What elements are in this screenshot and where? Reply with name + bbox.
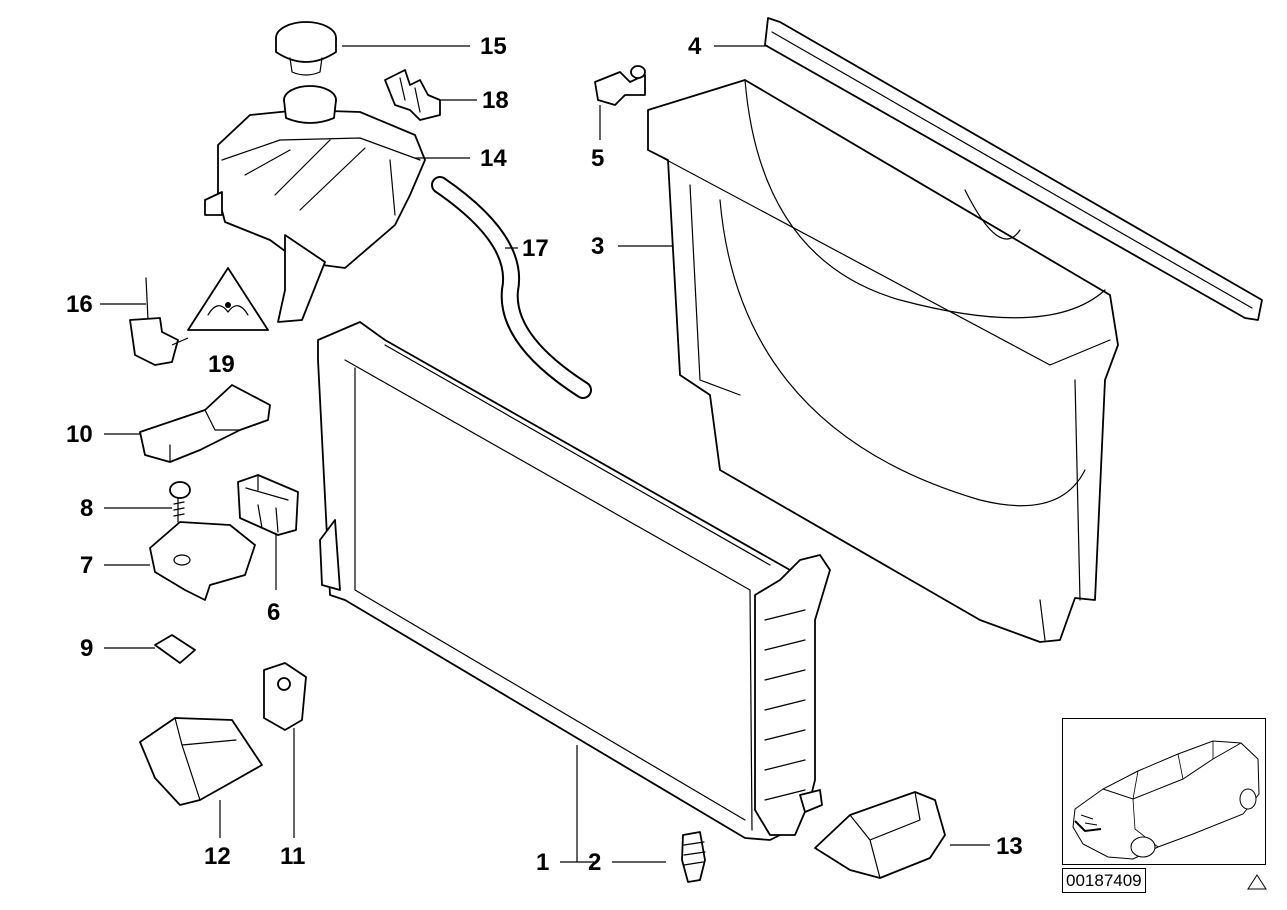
leader-lines (100, 45, 990, 863)
part-9-clip-nut[interactable] (154, 634, 196, 664)
part-3-fan-shroud[interactable] (647, 79, 1119, 643)
label-18: 18 (482, 87, 509, 114)
label-13: 13 (996, 833, 1023, 860)
part-15-expansion-tank-cap[interactable] (275, 21, 337, 76)
part-13-lower-bracket[interactable] (814, 791, 946, 879)
label-19: 19 (208, 351, 235, 378)
car-location-thumbnail (1062, 718, 1266, 865)
label-17: 17 (522, 235, 549, 262)
part-11-rubber-buffer[interactable] (263, 662, 307, 731)
label-4: 4 (688, 33, 702, 60)
part-8-screw[interactable] (169, 481, 191, 523)
part-18-hose-clip[interactable] (384, 69, 441, 121)
label-15: 15 (480, 33, 507, 60)
diagram-id-box: 00187409 (1062, 868, 1146, 893)
label-6: 6 (267, 599, 280, 626)
label-12: 12 (204, 843, 231, 870)
label-11: 11 (280, 843, 305, 870)
label-2: 2 (588, 849, 601, 876)
part-12-air-duct[interactable] (139, 717, 263, 806)
part-1-radiator[interactable] (317, 321, 831, 841)
part-16-temperature-switch[interactable] (129, 277, 179, 366)
part-5-expanding-rivet[interactable] (594, 65, 646, 106)
part-number-labels: 15 18 14 17 5 4 3 16 19 10 8 7 9 6 11 12… (66, 33, 1023, 876)
label-8: 8 (80, 495, 93, 522)
part-10-tank-bracket[interactable] (139, 384, 271, 463)
part-6-rubber-mount[interactable] (237, 474, 299, 536)
label-7: 7 (80, 552, 93, 579)
label-14: 14 (480, 145, 507, 172)
label-3: 3 (591, 233, 604, 260)
part-7-mount-bracket[interactable] (149, 521, 256, 601)
label-9: 9 (80, 635, 93, 662)
part-4-sealing-strip[interactable] (764, 17, 1263, 321)
part-17-coolant-hose[interactable] (431, 176, 592, 399)
warning-triangle-icon (1247, 874, 1267, 890)
label-1: 1 (536, 849, 549, 876)
part-2-drain-plug[interactable] (681, 831, 706, 883)
part-19-warning-label[interactable] (187, 267, 269, 331)
label-16: 16 (66, 291, 93, 318)
part-14-expansion-tank[interactable] (204, 85, 426, 323)
car-location-icon (1072, 740, 1260, 860)
label-10: 10 (66, 421, 93, 448)
label-5: 5 (591, 145, 604, 172)
